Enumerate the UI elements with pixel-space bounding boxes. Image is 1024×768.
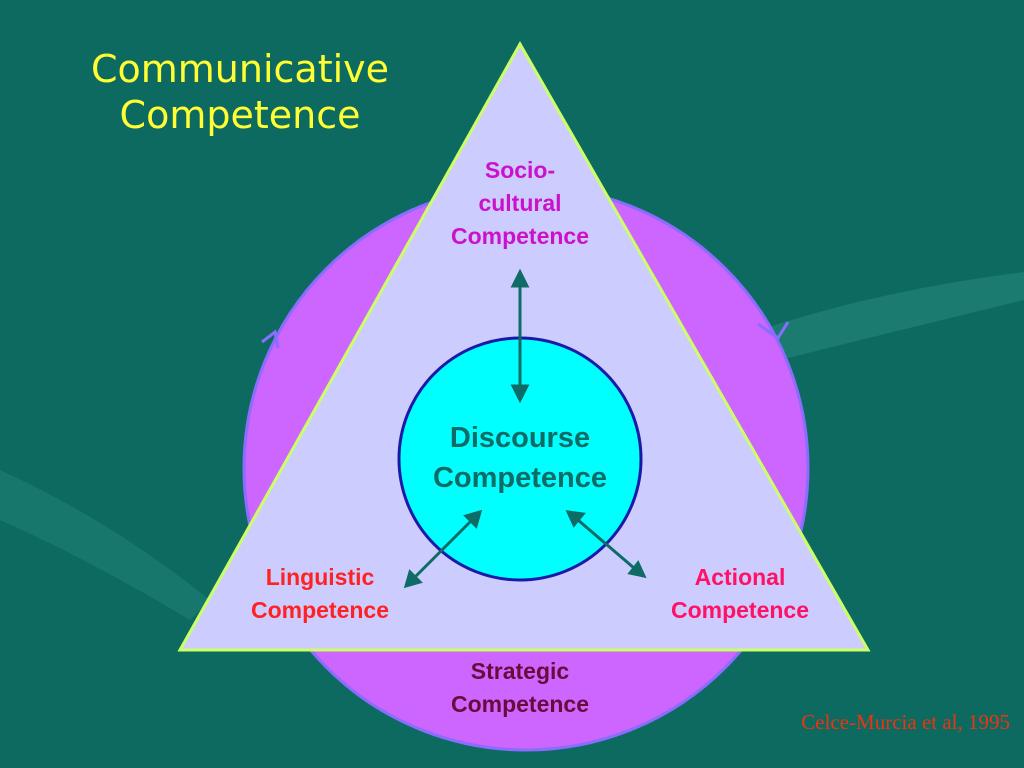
arrowhead-upright-icon (463, 509, 483, 529)
arrowhead-up-icon (510, 268, 530, 288)
actional-label: Actional Competence (640, 561, 840, 627)
discourse-label: Discourse Competence (400, 418, 640, 498)
linguistic-label: Linguistic Competence (220, 561, 420, 627)
actional-line-2: Competence (670, 597, 810, 623)
arrow-discourse-linguistic (414, 520, 472, 578)
strategic-label: Strategic Competence (420, 655, 620, 721)
cycle-arrow-right-icon (757, 321, 790, 341)
discourse-line-1: Discourse (449, 422, 591, 454)
sociocultural-line-3: Competence (450, 223, 590, 249)
citation: Celce-Murcia et al, 1995 (801, 710, 1010, 734)
background-streak-right (760, 272, 1024, 360)
sociocultural-label: Socio- cultural Competence (420, 154, 620, 253)
sociocultural-line-1: Socio- (484, 157, 556, 183)
linguistic-line-2: Competence (250, 597, 390, 623)
title-line-1: Communicative (90, 47, 390, 91)
linguistic-line-1: Linguistic (265, 564, 375, 590)
arrowhead-upleft-icon (565, 510, 586, 528)
arrowhead-downleft-icon (403, 569, 423, 589)
background-streak-left (0, 470, 210, 620)
sociocultural-line-2: cultural (478, 190, 562, 216)
actional-line-1: Actional (694, 564, 786, 590)
arrowhead-down-icon (510, 384, 530, 404)
strategic-line-1: Strategic (470, 658, 570, 684)
cycle-arrow-left-icon (261, 329, 280, 349)
title-line-2: Competence (119, 93, 361, 137)
strategic-line-2: Competence (450, 691, 590, 717)
arrowhead-downright-icon (627, 560, 647, 579)
page-title: Communicative Competence (40, 46, 440, 138)
arrow-discourse-actional (577, 518, 635, 570)
discourse-line-2: Competence (432, 462, 608, 494)
arrows (403, 268, 647, 589)
